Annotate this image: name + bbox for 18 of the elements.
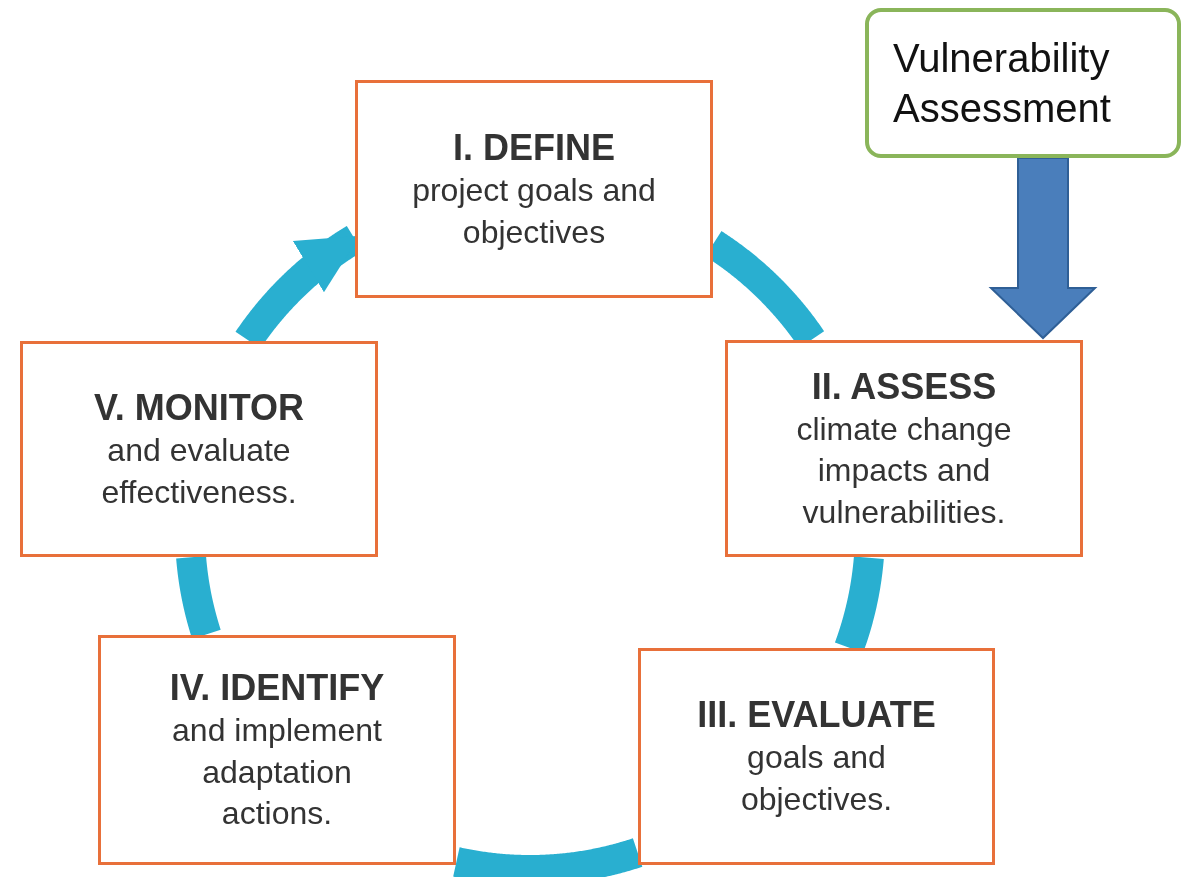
step-box	[20, 341, 378, 557]
step-description: goals and objectives.	[739, 738, 894, 819]
step-box	[638, 648, 995, 865]
step-heading: V. MONITOR	[93, 385, 304, 430]
step-heading: III. EVALUATE	[697, 693, 936, 738]
step-heading: IV. IDENTIFY	[169, 666, 385, 711]
label-text: Vulnerability Assessment	[893, 35, 1112, 132]
step-description: project goals and objectives	[411, 170, 657, 252]
step-description: climate change impacts and vulnerabilities.	[795, 409, 1013, 532]
step-box	[98, 635, 456, 865]
step-description: and evaluate effectiveness.	[100, 430, 298, 512]
step-box	[355, 80, 713, 298]
step-box	[725, 340, 1083, 557]
step-heading: I. DEFINE	[453, 125, 615, 170]
step-description: and implement adaptation actions.	[171, 711, 383, 834]
label-box	[865, 8, 1181, 158]
block-arrow	[988, 157, 1098, 340]
step-heading: II. ASSESS	[811, 364, 997, 409]
